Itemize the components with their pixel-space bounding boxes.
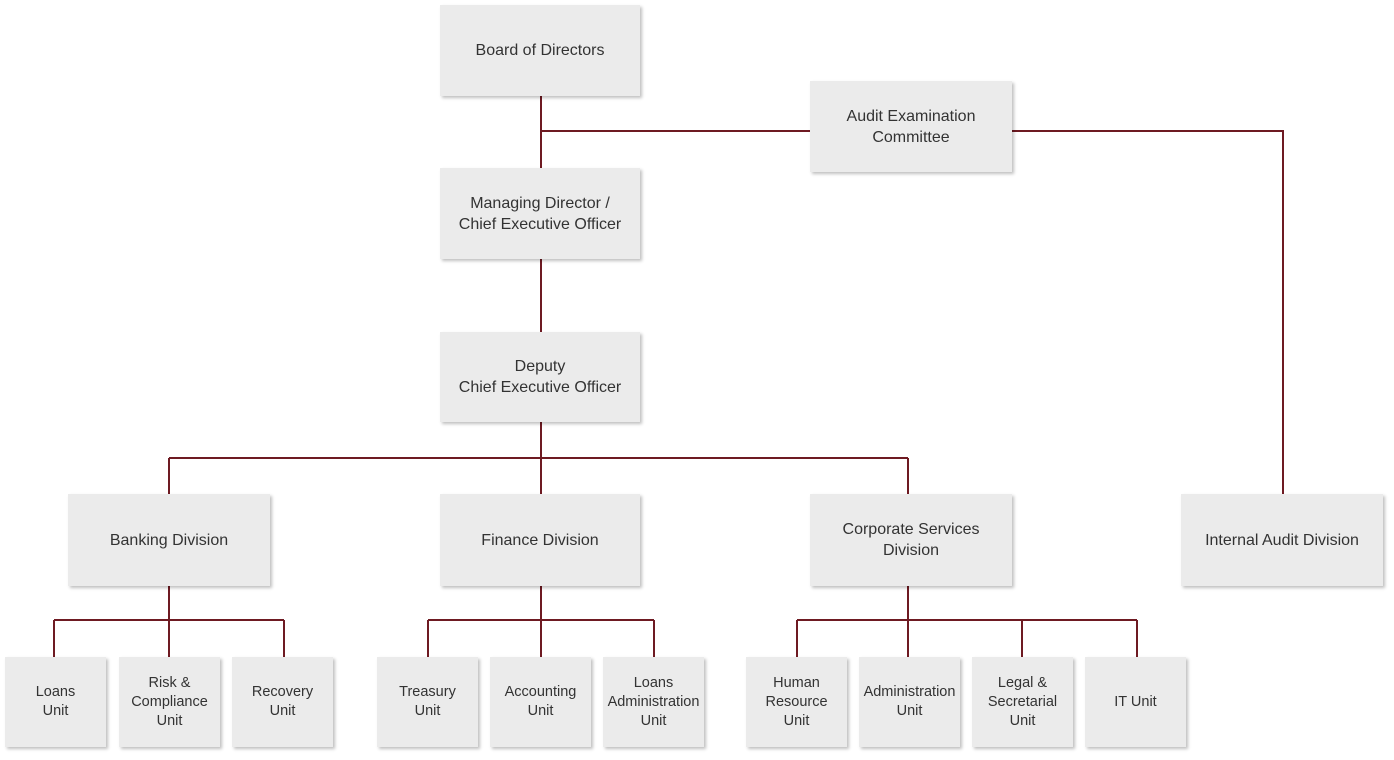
loans-unit-box: Loans Unit	[5, 657, 106, 747]
treasury-unit-label: Treasury Unit	[399, 684, 456, 719]
human-resource-unit-label: Human Resource Unit	[765, 674, 828, 729]
legal-secretarial-unit-box: Legal & Secretarial Unit	[972, 657, 1073, 747]
managing-director-label: Managing Director / Chief Executive Offi…	[458, 194, 622, 233]
recovery-unit-label: Recovery Unit	[251, 684, 314, 719]
human-resource-unit-box: Human Resource Unit	[746, 657, 847, 747]
administration-unit-box: Administration Unit	[859, 657, 960, 747]
administration-unit-label: Administration Unit	[863, 684, 956, 719]
recovery-unit-box: Recovery Unit	[232, 657, 333, 747]
accounting-unit-label: Accounting Unit	[504, 684, 577, 719]
deputy-ceo-label: Deputy Chief Executive Officer	[458, 358, 622, 396]
connector-audit-committee-to-internal-audit	[1012, 130, 1284, 494]
connector-deputy-to-divisions	[168, 422, 909, 494]
it-unit-label: IT Unit	[1114, 693, 1157, 710]
connector-finance-units	[427, 586, 655, 657]
loans-unit-label: Loans Unit	[35, 684, 76, 719]
legal-secretarial-unit-label: Legal & Secretarial Unit	[987, 674, 1058, 729]
internal-audit-division-box: Internal Audit Division	[1181, 494, 1383, 586]
internal-audit-division-label: Internal Audit Division	[1205, 531, 1359, 549]
board-of-directors-label: Board of Directors	[475, 42, 605, 59]
connector-corporate-units	[796, 586, 1138, 657]
deputy-ceo-box: Deputy Chief Executive Officer	[440, 332, 640, 422]
banking-division-label: Banking Division	[109, 531, 229, 549]
treasury-unit-box: Treasury Unit	[377, 657, 478, 747]
corporate-services-division-box: Corporate Services Division	[810, 494, 1012, 586]
finance-division-label: Finance Division	[481, 531, 599, 549]
risk-compliance-unit-box: Risk & Compliance Unit	[119, 657, 220, 747]
loans-administration-unit-label: Loans Administration Unit	[607, 674, 700, 729]
corporate-services-division-label: Corporate Services Division	[842, 521, 980, 559]
banking-division-box: Banking Division	[68, 494, 270, 586]
managing-director-box: Managing Director / Chief Executive Offi…	[440, 168, 640, 259]
accounting-unit-box: Accounting Unit	[490, 657, 591, 747]
board-of-directors-box: Board of Directors	[440, 5, 640, 96]
audit-examination-committee-box: Audit Examination Committee	[810, 81, 1012, 172]
audit-examination-committee-label: Audit Examination Committee	[846, 107, 976, 146]
it-unit-box: IT Unit	[1085, 657, 1186, 747]
finance-division-box: Finance Division	[440, 494, 640, 586]
connector-banking-units	[53, 586, 285, 657]
loans-administration-unit-box: Loans Administration Unit	[603, 657, 704, 747]
risk-compliance-unit-label: Risk & Compliance Unit	[131, 674, 208, 729]
